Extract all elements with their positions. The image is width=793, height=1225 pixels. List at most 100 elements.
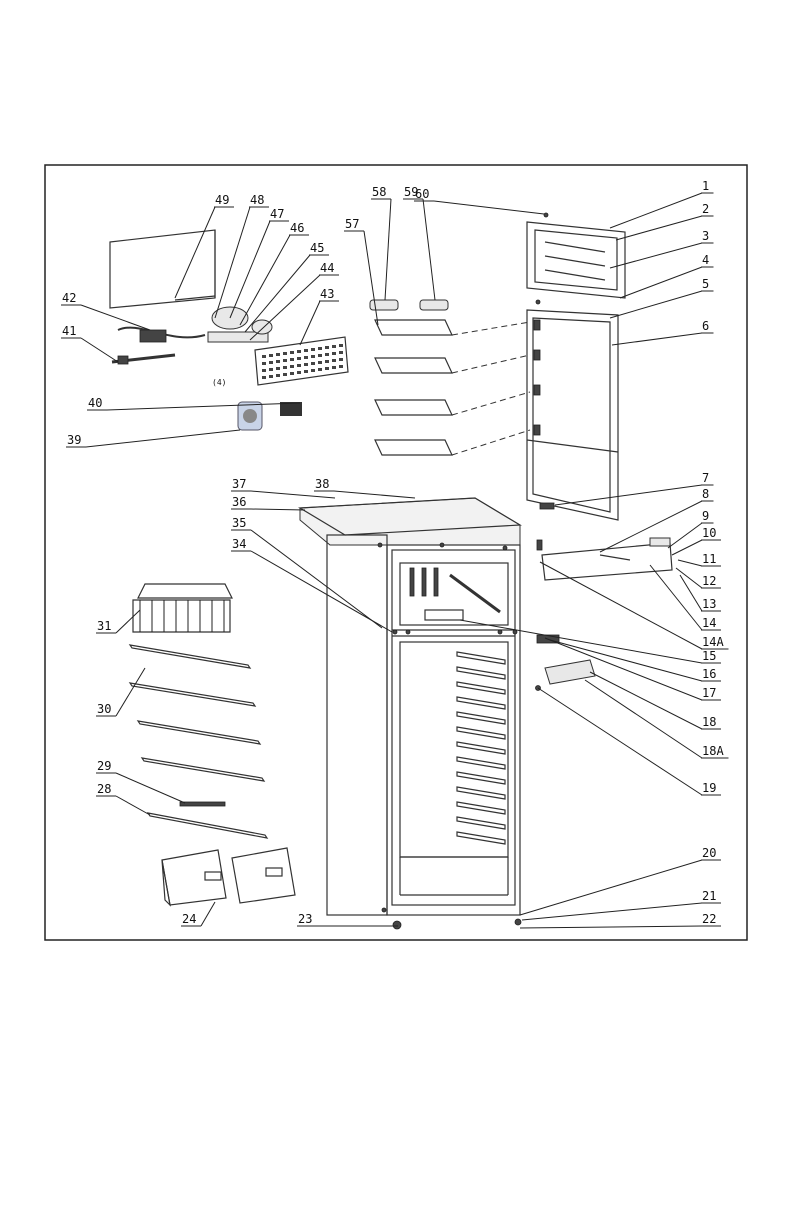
- callout-leader: [678, 560, 702, 566]
- callout-label: 41: [62, 324, 76, 338]
- callout-label: 11: [702, 552, 716, 566]
- callout-label: 28: [97, 782, 111, 796]
- callout-leader: [116, 610, 140, 633]
- callout-leader: [215, 207, 250, 318]
- callout-leader: [364, 231, 378, 325]
- callout-label: 57: [345, 217, 359, 231]
- callout-label: 34: [232, 537, 246, 551]
- callout-41: 41: [61, 324, 118, 362]
- callout-46: 46: [240, 221, 309, 325]
- callout-39: 39: [66, 430, 240, 447]
- callout-label: 7: [702, 471, 709, 485]
- callout-7: 7: [555, 471, 714, 505]
- callout-11: 11: [678, 552, 721, 566]
- callout-leader: [251, 509, 305, 510]
- callout-leader: [300, 301, 320, 345]
- callout-21: 21: [522, 889, 721, 920]
- callout-label: 18A: [702, 744, 724, 758]
- callout-leader: [610, 193, 702, 228]
- callout-leader: [610, 243, 702, 268]
- callout-label: 31: [97, 619, 111, 633]
- callout-59: 59: [403, 185, 435, 300]
- callout-label: 24: [182, 912, 196, 926]
- callout-leader: [522, 903, 702, 920]
- callout-label: 22: [702, 912, 716, 926]
- callout-leader: [107, 403, 300, 410]
- shelves: [130, 584, 267, 838]
- callout-leader: [676, 568, 702, 588]
- callout-label: 13: [702, 597, 716, 611]
- callout-leader: [585, 680, 702, 758]
- callout-leader: [116, 668, 145, 716]
- cabinet: [300, 498, 521, 929]
- callout-leader: [81, 305, 150, 330]
- callout-47: 47: [230, 207, 289, 318]
- callout-48: 48: [215, 193, 269, 318]
- callout-label: 30: [97, 702, 111, 716]
- callout-label: 10: [702, 526, 716, 540]
- callout-20: 20: [520, 846, 721, 915]
- callout-label: 46: [290, 221, 304, 235]
- callout-58: 58: [371, 185, 391, 300]
- callout-label: 44: [320, 261, 334, 275]
- callout-23: 23: [297, 912, 398, 926]
- callout-leader: [86, 430, 240, 447]
- callout-6: 6: [612, 319, 714, 345]
- callout-leader: [201, 902, 215, 926]
- freezer-door: [527, 213, 625, 298]
- callout-leader: [520, 860, 702, 915]
- callout-49: 49: [175, 193, 234, 298]
- callout-40: 40: [87, 396, 300, 410]
- callout-leader: [240, 235, 290, 325]
- callout-label: 14: [702, 616, 716, 630]
- callout-label: 45: [310, 241, 324, 255]
- callout-label: 14A: [702, 635, 724, 649]
- callout-label: 15: [702, 649, 716, 663]
- callout-leader: [334, 491, 415, 498]
- callout-10: 10: [672, 526, 721, 555]
- callout-label: 21: [702, 889, 716, 903]
- callout-label: 29: [97, 759, 111, 773]
- callout-label: 3: [702, 229, 709, 243]
- callout-label: 49: [215, 193, 229, 207]
- callout-leader: [116, 773, 185, 803]
- callout-label: 20: [702, 846, 716, 860]
- callout-label: 19: [702, 781, 716, 795]
- callout-label: 35: [232, 516, 246, 530]
- door-bins: [370, 300, 530, 455]
- callout-43: 43: [300, 287, 339, 345]
- callout-label: 18: [702, 715, 716, 729]
- callout-leader: [612, 333, 702, 345]
- callout-label: 42: [62, 291, 76, 305]
- crisper-drawers: [162, 848, 295, 905]
- callout-12: 12: [676, 568, 721, 588]
- callout-label: 47: [270, 207, 284, 221]
- callout-label: 48: [250, 193, 264, 207]
- callout-19: 19: [538, 688, 721, 795]
- callout-label: 6: [702, 319, 709, 333]
- callout-24: 24: [181, 902, 215, 926]
- top-cover-parts: [537, 538, 672, 580]
- callout-label: 9: [702, 509, 709, 523]
- callout-leader: [251, 491, 335, 498]
- callout-label: 36: [232, 495, 246, 509]
- callout-leader: [230, 221, 270, 318]
- callout-label: 43: [320, 287, 334, 301]
- callout-leader: [520, 926, 702, 928]
- callout-label: 38: [315, 477, 329, 491]
- callout-label: 60: [415, 187, 429, 201]
- callout-leader: [116, 796, 150, 815]
- callout-label: 40: [88, 396, 102, 410]
- callout-36: 36: [231, 495, 305, 510]
- callout-60: 60: [414, 187, 544, 214]
- thermostat-parts: [238, 402, 302, 430]
- callout-1: 1: [610, 179, 714, 228]
- callout-label: 39: [67, 433, 81, 447]
- callout-label: 4: [702, 253, 709, 267]
- callout-label: 23: [298, 912, 312, 926]
- callout-leader: [385, 199, 391, 300]
- quantity-mark: (4): [212, 378, 226, 387]
- callout-38: 38: [314, 477, 415, 498]
- callout-leader: [434, 201, 544, 214]
- callout-leader: [620, 267, 702, 298]
